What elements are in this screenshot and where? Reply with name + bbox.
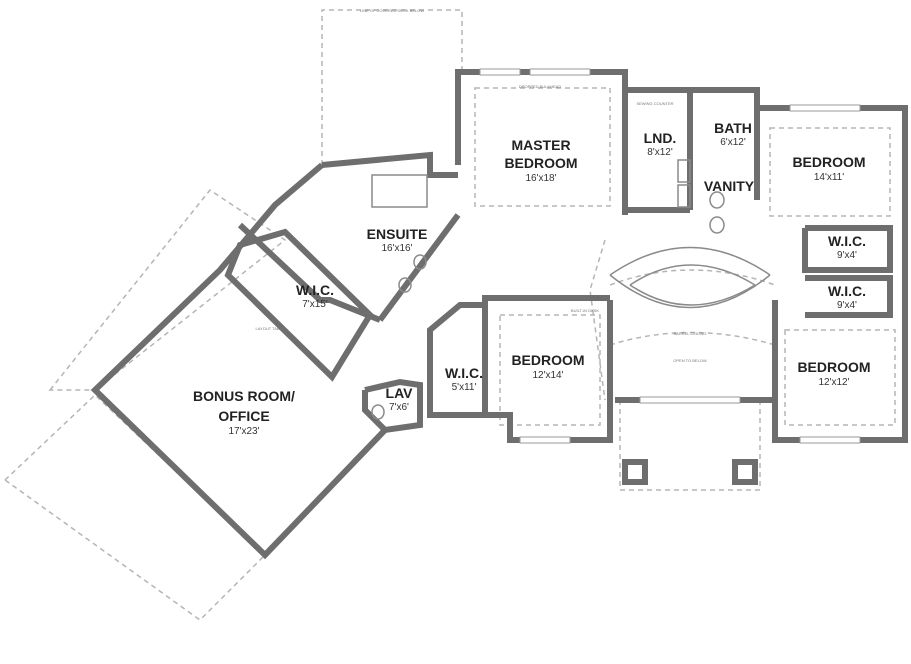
room-vanity: VANITY xyxy=(704,178,755,194)
room-wic-ne-1: W.I.C. 9'x4' xyxy=(828,233,866,261)
note-sewing-counter: SEWING COUNTER xyxy=(636,101,673,106)
room-name: ENSUITE xyxy=(367,226,428,242)
room-name: W.I.C. xyxy=(828,233,866,249)
note-open-to-below: OPEN TO BELOW xyxy=(673,358,707,363)
room-size: 16'x16' xyxy=(381,243,412,254)
walls xyxy=(90,69,908,560)
windows xyxy=(479,68,861,444)
room-lav: LAV 7'x6' xyxy=(386,385,414,413)
note-barrel-ceiling: BARREL CEILING xyxy=(674,331,707,336)
room-name: BEDROOM xyxy=(511,352,584,368)
room-bonus-office: BONUS ROOM/ OFFICE 17'x23' xyxy=(193,388,295,437)
note-covered-deck: LINE OF COVERED DECK BELOW xyxy=(360,8,424,13)
dashed-outlines xyxy=(3,9,896,621)
room-size: 9'x4' xyxy=(837,250,857,261)
room-bedroom-s: BEDROOM 12'x14' xyxy=(511,352,584,381)
room-bedroom-se: BEDROOM 12'x12' xyxy=(797,359,870,388)
note-layout-table: LAYOUT TABLE xyxy=(255,326,284,331)
room-size: 16'x18' xyxy=(525,173,556,184)
note-built-in-desk: BUILT-IN DESK xyxy=(571,308,599,313)
room-wic-ensuite: W.I.C. 7'x15' xyxy=(296,282,334,310)
room-name: W.I.C. xyxy=(296,282,334,298)
room-wic-ne-2: W.I.C. 9'x4' xyxy=(828,283,866,311)
room-size: 9'x4' xyxy=(837,300,857,311)
room-name: BEDROOM xyxy=(797,359,870,375)
room-ensuite: ENSUITE 16'x16' xyxy=(367,226,428,254)
room-name: BATH xyxy=(714,120,752,136)
room-wic-s: W.I.C. 5'x11' xyxy=(445,365,483,393)
room-size: 7'x6' xyxy=(389,402,409,413)
room-size: 12'x14' xyxy=(532,370,563,381)
room-size: 14'x11' xyxy=(814,172,844,183)
room-master-bedroom: MASTER BEDROOM 16'x18' xyxy=(504,137,577,184)
room-bedroom-ne: BEDROOM 14'x11' xyxy=(792,154,865,183)
room-size: 8'x12' xyxy=(647,147,673,158)
room-name: LAV xyxy=(386,385,414,401)
room-size: 12'x12' xyxy=(818,377,849,388)
room-name: W.I.C. xyxy=(445,365,483,381)
room-name: W.I.C. xyxy=(828,283,866,299)
room-laundry: LND. 8'x12' xyxy=(644,130,677,158)
room-name: BEDROOM xyxy=(504,155,577,171)
fixtures xyxy=(371,159,725,420)
room-name: MASTER xyxy=(511,137,570,153)
room-size: 17'x23' xyxy=(228,426,259,437)
room-name: OFFICE xyxy=(218,408,269,424)
room-name: BONUS ROOM/ xyxy=(193,388,295,404)
room-bath: BATH 6'x12' xyxy=(714,120,752,148)
room-size: 6'x12' xyxy=(720,137,746,148)
room-size: 7'x15' xyxy=(302,299,328,310)
room-size: 5'x11' xyxy=(452,382,477,393)
note-dropped-bulkhead: DROPPED BULKHEAD xyxy=(519,84,562,89)
room-name: LND. xyxy=(644,130,677,146)
curved-staircase xyxy=(609,246,771,309)
room-name: BEDROOM xyxy=(792,154,865,170)
